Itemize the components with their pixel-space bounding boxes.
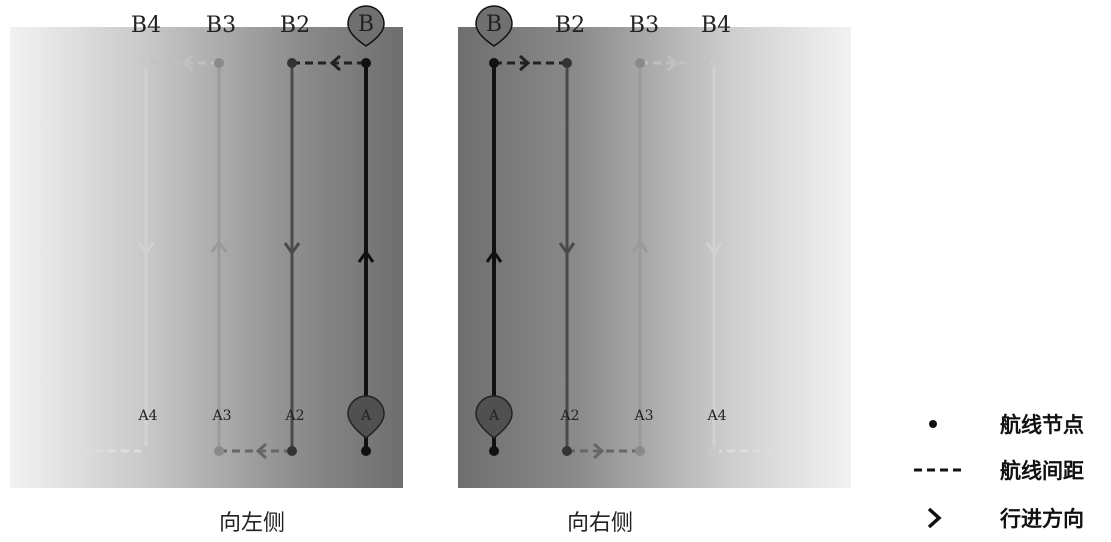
- node-label-a3: A3: [211, 408, 231, 424]
- legend-spacing-label: 航线间距: [1000, 459, 1084, 483]
- direction-arrow: [255, 442, 267, 460]
- node-label-a: A: [360, 408, 372, 424]
- direction-arrow: [357, 249, 375, 263]
- node-label-b3: B3: [629, 13, 659, 38]
- left-panel: B4 B3 B2 B A4 A3 A2 A 向左侧: [10, 5, 403, 536]
- pin-marker-b: [347, 5, 385, 47]
- legend-direction-label: 行进方向: [999, 507, 1084, 531]
- route-node: [287, 58, 297, 68]
- route-node: [489, 58, 499, 68]
- pin-marker-a: [347, 395, 385, 439]
- route-node: [489, 446, 499, 456]
- route-node: [562, 446, 572, 456]
- route-node: [635, 446, 645, 456]
- direction-arrow: [485, 249, 503, 263]
- route-node: [214, 58, 224, 68]
- node-label-a2: A2: [284, 408, 304, 424]
- route-node: [562, 58, 572, 68]
- node-label-b2: B2: [555, 13, 585, 38]
- route-node: [635, 58, 645, 68]
- left-panel-background: [10, 27, 403, 488]
- route-node: [141, 58, 151, 68]
- route-node: [141, 446, 151, 456]
- node-label-b: B: [486, 12, 502, 37]
- direction-arrow: [705, 242, 723, 256]
- route-node: [361, 446, 371, 456]
- node-label-b3: B3: [206, 13, 236, 38]
- direction-arrow: [181, 54, 193, 72]
- legend-direction-icon: [927, 507, 942, 529]
- legend-node-icon: [929, 420, 937, 428]
- direction-arrow: [593, 442, 605, 460]
- node-label-b4: B4: [131, 13, 161, 38]
- node-label-b: B: [358, 12, 374, 37]
- direction-arrow: [519, 54, 531, 72]
- direction-arrow: [137, 242, 155, 256]
- direction-arrow: [283, 242, 301, 256]
- right-panel-background: [458, 27, 851, 488]
- legend-node-label: 航线节点: [1000, 413, 1084, 437]
- legend: 航线节点 航线间距 行进方向: [914, 413, 1084, 531]
- route-node: [709, 58, 719, 68]
- right-panel-caption: 向右侧: [567, 511, 633, 536]
- direction-arrow: [210, 239, 228, 253]
- direction-arrow: [558, 242, 576, 256]
- direction-arrow: [329, 54, 341, 72]
- route-node: [287, 446, 297, 456]
- route-node: [214, 446, 224, 456]
- node-label-a2: A2: [559, 408, 579, 424]
- right-panel: B B2 B3 B4 A A2 A3 A4 向右侧: [458, 5, 851, 536]
- node-label-b4: B4: [701, 13, 731, 38]
- node-label-a4: A4: [137, 408, 157, 424]
- pin-marker-a: [475, 395, 513, 439]
- direction-arrow: [631, 239, 649, 253]
- route-node: [361, 58, 371, 68]
- node-label-a3: A3: [633, 408, 653, 424]
- direction-arrow: [667, 54, 679, 72]
- node-label-a4: A4: [706, 408, 726, 424]
- pin-marker-b: [475, 5, 513, 47]
- route-node: [709, 446, 719, 456]
- node-label-b2: B2: [280, 13, 310, 38]
- left-panel-caption: 向左侧: [219, 511, 285, 536]
- node-label-a: A: [488, 408, 500, 424]
